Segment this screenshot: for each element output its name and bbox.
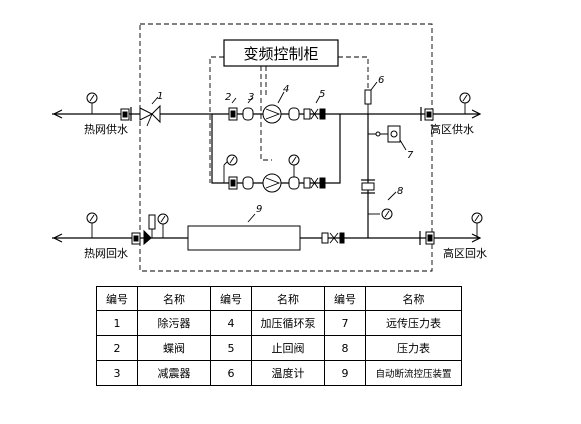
return-check-valve: [321, 232, 345, 244]
leader-5: [315, 95, 321, 104]
supply-gauge-left: [86, 92, 98, 114]
pump2-butterfly-valve: [228, 176, 238, 190]
leader-9: [247, 213, 256, 223]
legend-header: 名称: [365, 286, 462, 311]
legend-cell: 1: [96, 310, 138, 336]
label-high-return: 高区回水: [443, 246, 487, 260]
arrow-out-return: [52, 233, 63, 243]
legend-row: 3 减震器 6 温度计 9 自动断流控压装置: [96, 360, 462, 386]
pump1-gauge: [288, 154, 300, 177]
pump1-damper-out: [288, 107, 300, 121]
legend-cell: 8: [324, 335, 366, 361]
control-cabinet: 变频控制柜: [223, 39, 339, 67]
legend-cell: 远传压力表: [365, 310, 462, 336]
pump-bypass-loop: [211, 114, 341, 184]
return-thermometer: [148, 214, 156, 238]
strainer-1: [139, 104, 161, 127]
supply-gauge-right: [459, 92, 471, 114]
return-gauge-mid: [157, 213, 169, 238]
pump2-pump: [262, 173, 282, 193]
legend-cell: 7: [324, 310, 366, 336]
return-valve-left: [131, 229, 152, 246]
supply-butterfly-valve-left: [120, 107, 132, 121]
legend-header: 编号: [210, 286, 252, 311]
legend-table: 编号 名称 编号 名称 编号 名称 1 除污器 4 加压循环泵 7 远传压力表 …: [96, 286, 462, 386]
cutoff-device-9: [187, 225, 301, 251]
leader-2: [231, 97, 237, 104]
label-high-supply: 高区供水: [430, 122, 474, 136]
pump1-pump: [262, 104, 282, 124]
riser-valve: [361, 179, 375, 194]
legend-row: 2 蝶阀 5 止回阀 8 压力表: [96, 335, 462, 361]
num-2: 2: [225, 92, 231, 103]
pump1-vibration-damper: [242, 107, 254, 121]
num-7: 7: [407, 150, 414, 161]
legend-header-row: 编号 名称 编号 名称 编号 名称: [96, 286, 462, 311]
legend-cell: 9: [324, 360, 366, 386]
legend-cell: 6: [210, 360, 252, 386]
pressure-gauge-8: [368, 208, 393, 220]
control-line-right: [338, 56, 369, 88]
legend-cell: 加压循环泵: [251, 310, 325, 336]
pump2-vibration-damper: [242, 176, 254, 190]
return-gauge-right: [471, 212, 483, 238]
supply-butterfly-valve-right: [420, 107, 434, 121]
legend-cell: 5: [210, 335, 252, 361]
legend-cell: 3: [96, 360, 138, 386]
pump2-damper-out: [288, 176, 300, 190]
leader-6: [370, 81, 378, 91]
num-8: 8: [397, 186, 403, 197]
legend-header: 编号: [96, 286, 138, 311]
control-cabinet-label: 变频控制柜: [243, 45, 318, 63]
leader-8: [387, 191, 397, 201]
legend-cell: 温度计: [251, 360, 325, 386]
legend-cell: 2: [96, 335, 138, 361]
num-4: 4: [283, 84, 289, 95]
num-9: 9: [256, 204, 262, 215]
pump2-gauge: [223, 154, 238, 183]
arrow-out-supply: [471, 109, 482, 119]
pump1-butterfly-valve: [228, 107, 238, 121]
legend-cell: 除污器: [137, 310, 211, 336]
arrow-in-return: [471, 233, 482, 243]
pump1-check-valve: [303, 108, 326, 120]
legend-cell: 减震器: [137, 360, 211, 386]
legend-header: 名称: [137, 286, 211, 311]
return-butterfly-valve-right: [419, 231, 435, 245]
thermometer-6: [364, 89, 372, 114]
arrow-in-supply: [52, 109, 63, 119]
return-gauge-left: [86, 212, 98, 238]
legend-cell: 压力表: [365, 335, 462, 361]
leader-1: [151, 96, 159, 105]
num-3: 3: [248, 92, 254, 103]
leader-4: [277, 91, 285, 104]
legend-header: 名称: [251, 286, 325, 311]
num-6: 6: [378, 75, 384, 86]
num-5: 5: [319, 89, 325, 100]
num-1: 1: [157, 91, 163, 102]
label-heat-return: 热网回水: [84, 247, 128, 260]
control-line-left: [209, 56, 224, 183]
remote-gauge-7: [368, 125, 407, 151]
legend-cell: 蝶阀: [137, 335, 211, 361]
label-heat-supply: 热网供水: [84, 122, 128, 136]
station-boundary: [139, 23, 433, 272]
legend-row: 1 除污器 4 加压循环泵 7 远传压力表: [96, 310, 462, 336]
legend-cell: 4: [210, 310, 252, 336]
legend-header: 编号: [324, 286, 366, 311]
leader-3: [247, 97, 253, 104]
pump2-check-valve: [303, 177, 326, 189]
legend-cell: 止回阀: [251, 335, 325, 361]
legend-cell: 自动断流控压装置: [365, 360, 462, 386]
